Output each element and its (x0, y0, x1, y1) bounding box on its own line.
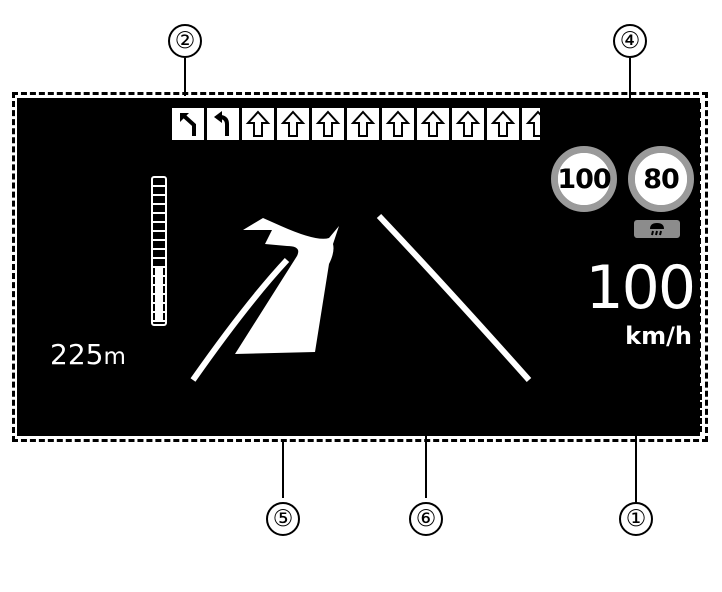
speed-limit-sign-2: 80 (628, 146, 694, 212)
callout-4-leader (629, 58, 631, 102)
vehicle-speed-value: 100 (585, 253, 696, 323)
callout-1-leader (635, 383, 637, 503)
information-bar-outline (19, 386, 702, 432)
speed-limit-sign-1-value: 100 (557, 153, 612, 205)
callout-2-leader (184, 58, 186, 96)
callout-5-leader (282, 442, 284, 498)
distance-bar (151, 176, 167, 326)
speed-limit-sign-2-value: 80 (635, 153, 687, 205)
distance-readout: 225m (50, 338, 126, 371)
callout-5: ⑤ (266, 502, 300, 536)
up-arrow-icon (382, 108, 414, 140)
up-arrow-icon (452, 108, 484, 140)
turn-arrow-icon (235, 218, 339, 354)
callout-2: ② (168, 24, 202, 58)
callout-6-leader (425, 432, 427, 498)
up-arrow-icon (347, 108, 379, 140)
distance-value: 225 (50, 338, 104, 371)
distance-unit: m (103, 344, 126, 370)
up-arrow-icon (417, 108, 449, 140)
speed-sign-panel (541, 103, 701, 253)
vehicle-speed-panel (570, 255, 701, 383)
up-arrow-icon (242, 108, 274, 140)
up-arrow-icon (487, 108, 519, 140)
callout-6: ⑥ (409, 502, 443, 536)
road-left-edge (190, 257, 290, 382)
up-arrow-icon (522, 108, 540, 140)
road-right-edge (376, 213, 532, 382)
speed-limit-sign-1: 100 (551, 146, 617, 212)
callout-1: ① (619, 502, 653, 536)
up-arrow-icon (312, 108, 344, 140)
display-outline (12, 92, 708, 442)
distance-bar-fill (155, 267, 163, 322)
road-guidance-graphic (190, 213, 532, 382)
information-bar (26, 391, 694, 427)
vehicle-speed-unit: km/h (625, 322, 692, 350)
up-arrow-icon (277, 108, 309, 140)
turn-left-arrow-icon (207, 108, 239, 140)
callout-4: ④ (613, 24, 647, 58)
turn-left-arrow-icon (172, 108, 204, 140)
rain-icon (634, 220, 680, 238)
